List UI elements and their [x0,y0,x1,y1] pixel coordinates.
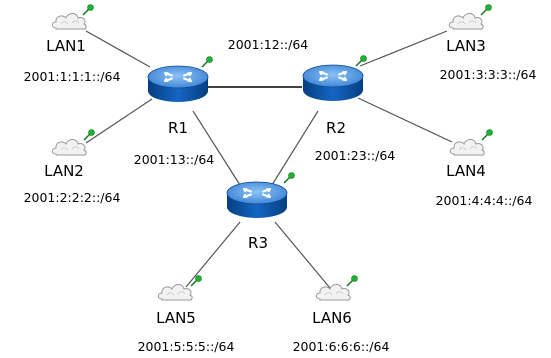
cloud-icon [315,284,351,301]
pin-icon [480,3,493,16]
router-r1-label: R1 [168,119,188,137]
lan3-label: LAN3 [446,37,486,55]
router-icon [226,181,288,219]
links [85,30,453,289]
prefix-lan3: 2001:3:3:3::/64 [440,67,537,82]
prefix-lan6: 2001:6:6:6::/64 [293,339,390,354]
router-r3-label: R3 [248,234,268,252]
link-r1-lan2 [85,98,153,144]
lan4-label: LAN4 [446,162,486,180]
lan1[interactable]: LAN1 [46,3,95,56]
pin-icon [346,274,359,287]
link-r1-r3 [192,110,241,186]
router-r1[interactable]: R1 [147,55,214,138]
router-r3[interactable]: R3 [226,171,296,253]
lan2-label: LAN2 [44,162,84,180]
prefix-lan1: 2001:1:1:1::/64 [24,69,121,84]
pin-icon [481,128,494,141]
lan6-label: LAN6 [312,309,352,327]
pin-icon [190,274,203,287]
lan2[interactable]: LAN2 [44,128,96,181]
link-r3-lan5 [185,221,241,288]
pin-icon [283,171,296,184]
link-r2-lan4 [357,97,453,143]
prefix-r2-r3: 2001:23::/64 [315,148,396,163]
link-r1-lan1 [85,30,151,68]
prefix-lan5: 2001:5:5:5::/64 [138,339,235,354]
lan5-label: LAN5 [156,309,196,327]
router-r2[interactable]: R2 [302,54,368,138]
prefix-lan4: 2001:4:4:4::/64 [436,193,533,208]
prefix-lan2: 2001:2:2:2::/64 [24,190,121,205]
cloud-icon [51,13,87,30]
cloud-icon [157,284,193,301]
link-r3-lan6 [274,221,331,289]
lan6[interactable]: LAN6 [312,274,359,328]
prefix-r1-r3: 2001:13::/64 [134,152,215,167]
cloud-icon [51,139,87,156]
cloud-icon [449,139,485,156]
lan5[interactable]: LAN5 [156,274,203,328]
pin-icon [201,55,214,68]
cloud-icon [448,13,484,30]
prefix-r1-r2: 2001:12::/64 [228,37,309,52]
router-icon [302,64,364,102]
pin-icon [82,3,95,16]
lan1-label: LAN1 [46,37,86,55]
link-r2-lan3 [359,30,448,67]
link-r2-r3 [271,110,319,186]
lan3[interactable]: LAN3 [446,3,493,56]
router-icon [147,65,209,103]
lan4[interactable]: LAN4 [446,128,494,181]
router-r2-label: R2 [326,119,346,137]
